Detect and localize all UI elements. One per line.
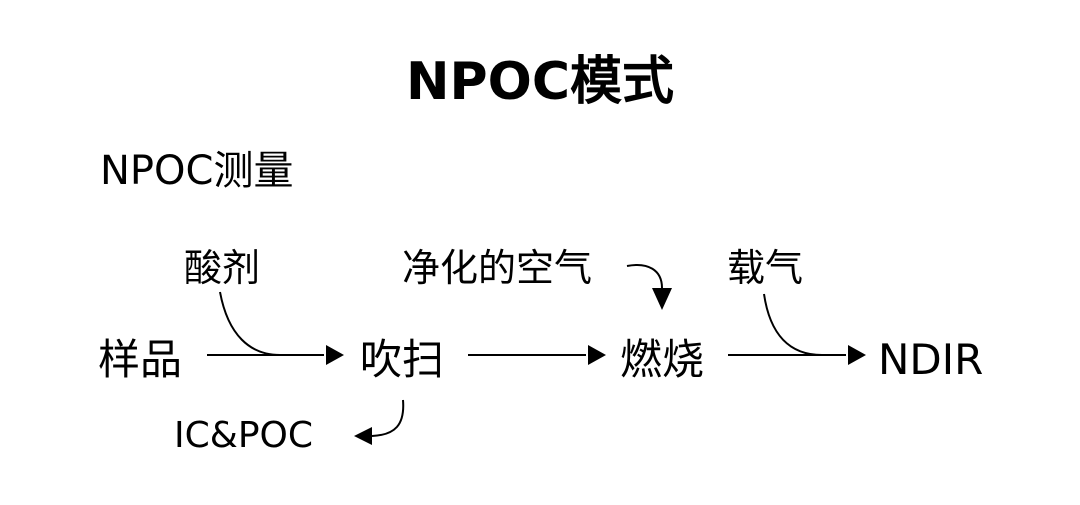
edge-sample-to-purge-arrowhead (326, 345, 344, 365)
edge-air-to-combustion (626, 264, 663, 289)
node-combustion: 燃烧 (620, 335, 705, 384)
node-purge: 吹扫 (360, 335, 445, 384)
edge-purge-to-icpoc-arrowhead (354, 427, 372, 445)
edge-combustion-to-ndir-arrowhead (848, 345, 866, 365)
edge-air-to-combustion-arrowhead (652, 288, 672, 310)
output-ic-poc-label: IC&POC (174, 415, 314, 456)
edge-acid-to-purge (219, 291, 281, 356)
edge-purge-to-combustion-arrowhead (588, 345, 606, 365)
input-acid-label: 酸剂 (184, 246, 261, 290)
input-carrier-gas-label: 载气 (727, 246, 804, 290)
input-purified-air-label: 净化的空气 (402, 246, 593, 290)
diagram-title: NPOC模式 (406, 52, 674, 112)
edge-purge-to-icpoc (371, 399, 405, 437)
edge-carrier-to-ndir (763, 293, 823, 356)
node-sample: 样品 (98, 335, 183, 384)
node-ndir-detector: NDIR (878, 335, 984, 384)
diagram-subtitle: NPOC测量 (100, 148, 294, 194)
